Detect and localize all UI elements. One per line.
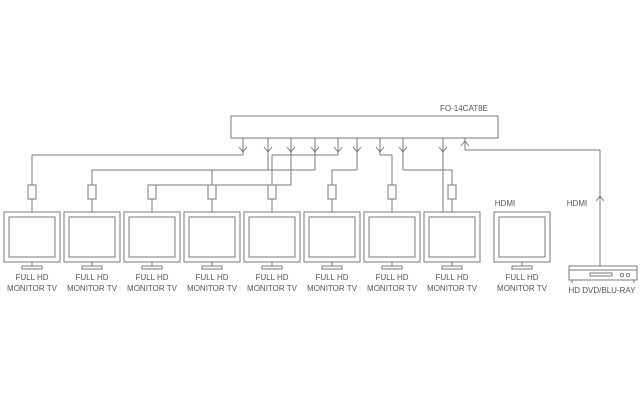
monitor-stand [511,265,533,270]
monitor-label-line2: MONITOR TV [187,284,238,293]
output-arrow-icon [263,146,273,153]
monitor-tv: FULL HD MONITOR TV [423,211,481,293]
monitor-stand [261,265,283,270]
monitor-label-line2: MONITOR TV [367,284,418,293]
monitor-stand [201,265,223,270]
bluray-player-label: HD DVD/BLU-RAY [569,286,637,295]
monitor-screen [368,216,416,258]
monitor-tv: FULL HD MONITOR TV [63,211,121,293]
monitor-label-line1: FULL HD [255,273,288,282]
monitor-tv: FULL HD MONITOR TV [303,211,361,293]
monitor-tv: FULL HD MONITOR TV [363,211,421,293]
monitor-label-line2: MONITOR TV [497,284,548,293]
hdmi-adapter [147,184,157,200]
output-arrow-icon [438,146,448,153]
hdmi-adapter [267,184,277,200]
hdmi-adapter [327,184,337,200]
monitor-stand [81,265,103,270]
hdmi-adapter [27,184,37,200]
output-arrow-icon [238,146,248,153]
monitor-label-line1: FULL HD [505,273,538,282]
monitor-label-line1: FULL HD [435,273,468,282]
hdmi-adapter [447,184,457,200]
monitor-label-line1: FULL HD [315,273,348,282]
monitor-stand [321,265,343,270]
amplifier-box [230,115,499,139]
hdmi-adapter [87,184,97,200]
monitor-screen [248,216,296,258]
monitor-screen [188,216,236,258]
distribution-amplifier: FO-14CAT8E [230,104,499,139]
monitor-screen [128,216,176,258]
monitor-label-line2: MONITOR TV [427,284,478,293]
monitor-screen [68,216,116,258]
output-arrow-icon [310,146,320,153]
monitor-label-line1: FULL HD [75,273,108,282]
monitor-screen [308,216,356,258]
monitor-stand [441,265,463,270]
monitor-stand [21,265,43,270]
monitor-label-line2: MONITOR TV [67,284,118,293]
monitor-label-line2: MONITOR TV [247,284,298,293]
monitor-tv: FULL HD MONITOR TV [243,211,301,293]
source-up-arrow-icon [595,195,605,202]
monitor-stand [381,265,403,270]
output-arrow-icon [333,146,343,153]
monitor-label-line1: FULL HD [15,273,48,282]
monitor-screen [498,216,546,258]
hdmi-adapter [387,184,397,200]
bluray-player: HD DVD/BLU-RAY [568,265,638,295]
monitor-stand [141,265,163,270]
monitor-tv: FULL HD MONITOR TV [493,211,551,293]
monitor-screen [8,216,56,258]
output-arrow-icon [398,146,408,153]
hdmi-input-label: HDMI [567,199,587,208]
monitor-tv: FULL HD MONITOR TV [3,211,61,293]
monitor-label-line2: MONITOR TV [7,284,58,293]
hdmi-adapter [207,184,217,200]
hdmi-output-label: HDMI [495,199,515,208]
monitor-tv: FULL HD MONITOR TV [123,211,181,293]
monitor-tv: FULL HD MONITOR TV [183,211,241,293]
output-arrow-icon [352,146,362,153]
output-arrow-icon [286,146,296,153]
adapters [27,184,457,200]
monitor-screen [428,216,476,258]
input-arrow-icon [460,140,470,147]
output-arrow-icon [375,146,385,153]
monitor-label-line2: MONITOR TV [307,284,358,293]
monitor-label-line1: FULL HD [195,273,228,282]
monitor-label-line1: FULL HD [375,273,408,282]
monitor-label-line2: MONITOR TV [127,284,178,293]
amplifier-model-label: FO-14CAT8E [440,104,488,113]
monitor-label-line1: FULL HD [135,273,168,282]
